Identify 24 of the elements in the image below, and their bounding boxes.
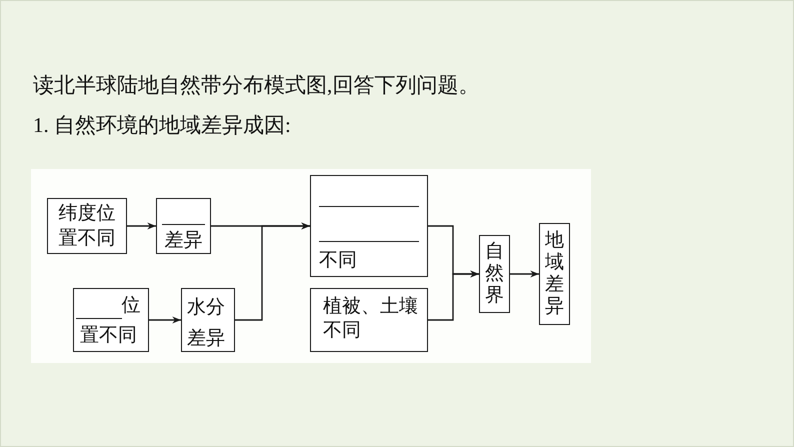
arrow: [235, 222, 310, 321]
arrow: [510, 270, 539, 278]
node-text: 置不同: [80, 324, 138, 348]
text-box: [310, 175, 428, 277]
text-box: [73, 288, 149, 352]
node-text: 自然界: [485, 241, 504, 307]
node-text: 差异: [164, 229, 204, 253]
node-text: 地域差异: [545, 230, 564, 318]
text-box: [47, 198, 127, 254]
question-text: 1. 自然环境的地域差异成因:: [33, 112, 291, 139]
arrow: [149, 316, 181, 324]
node-text: 植被、土壤不同: [323, 295, 419, 343]
text-box: [479, 235, 510, 313]
instruction-text: 读北半球陆地自然带分布模式图,回答下列问题。: [33, 72, 480, 99]
arrow: [428, 270, 479, 321]
node-text: 水分差异: [187, 296, 226, 351]
node-text: 不同: [319, 249, 358, 273]
text-box: [539, 223, 570, 325]
arrow: [127, 222, 156, 230]
node-text: 位: [122, 294, 140, 318]
text-box: [181, 288, 235, 352]
node-text: 纬度位置不同: [58, 202, 116, 251]
text-box: [156, 198, 211, 254]
text-box: [310, 288, 428, 352]
